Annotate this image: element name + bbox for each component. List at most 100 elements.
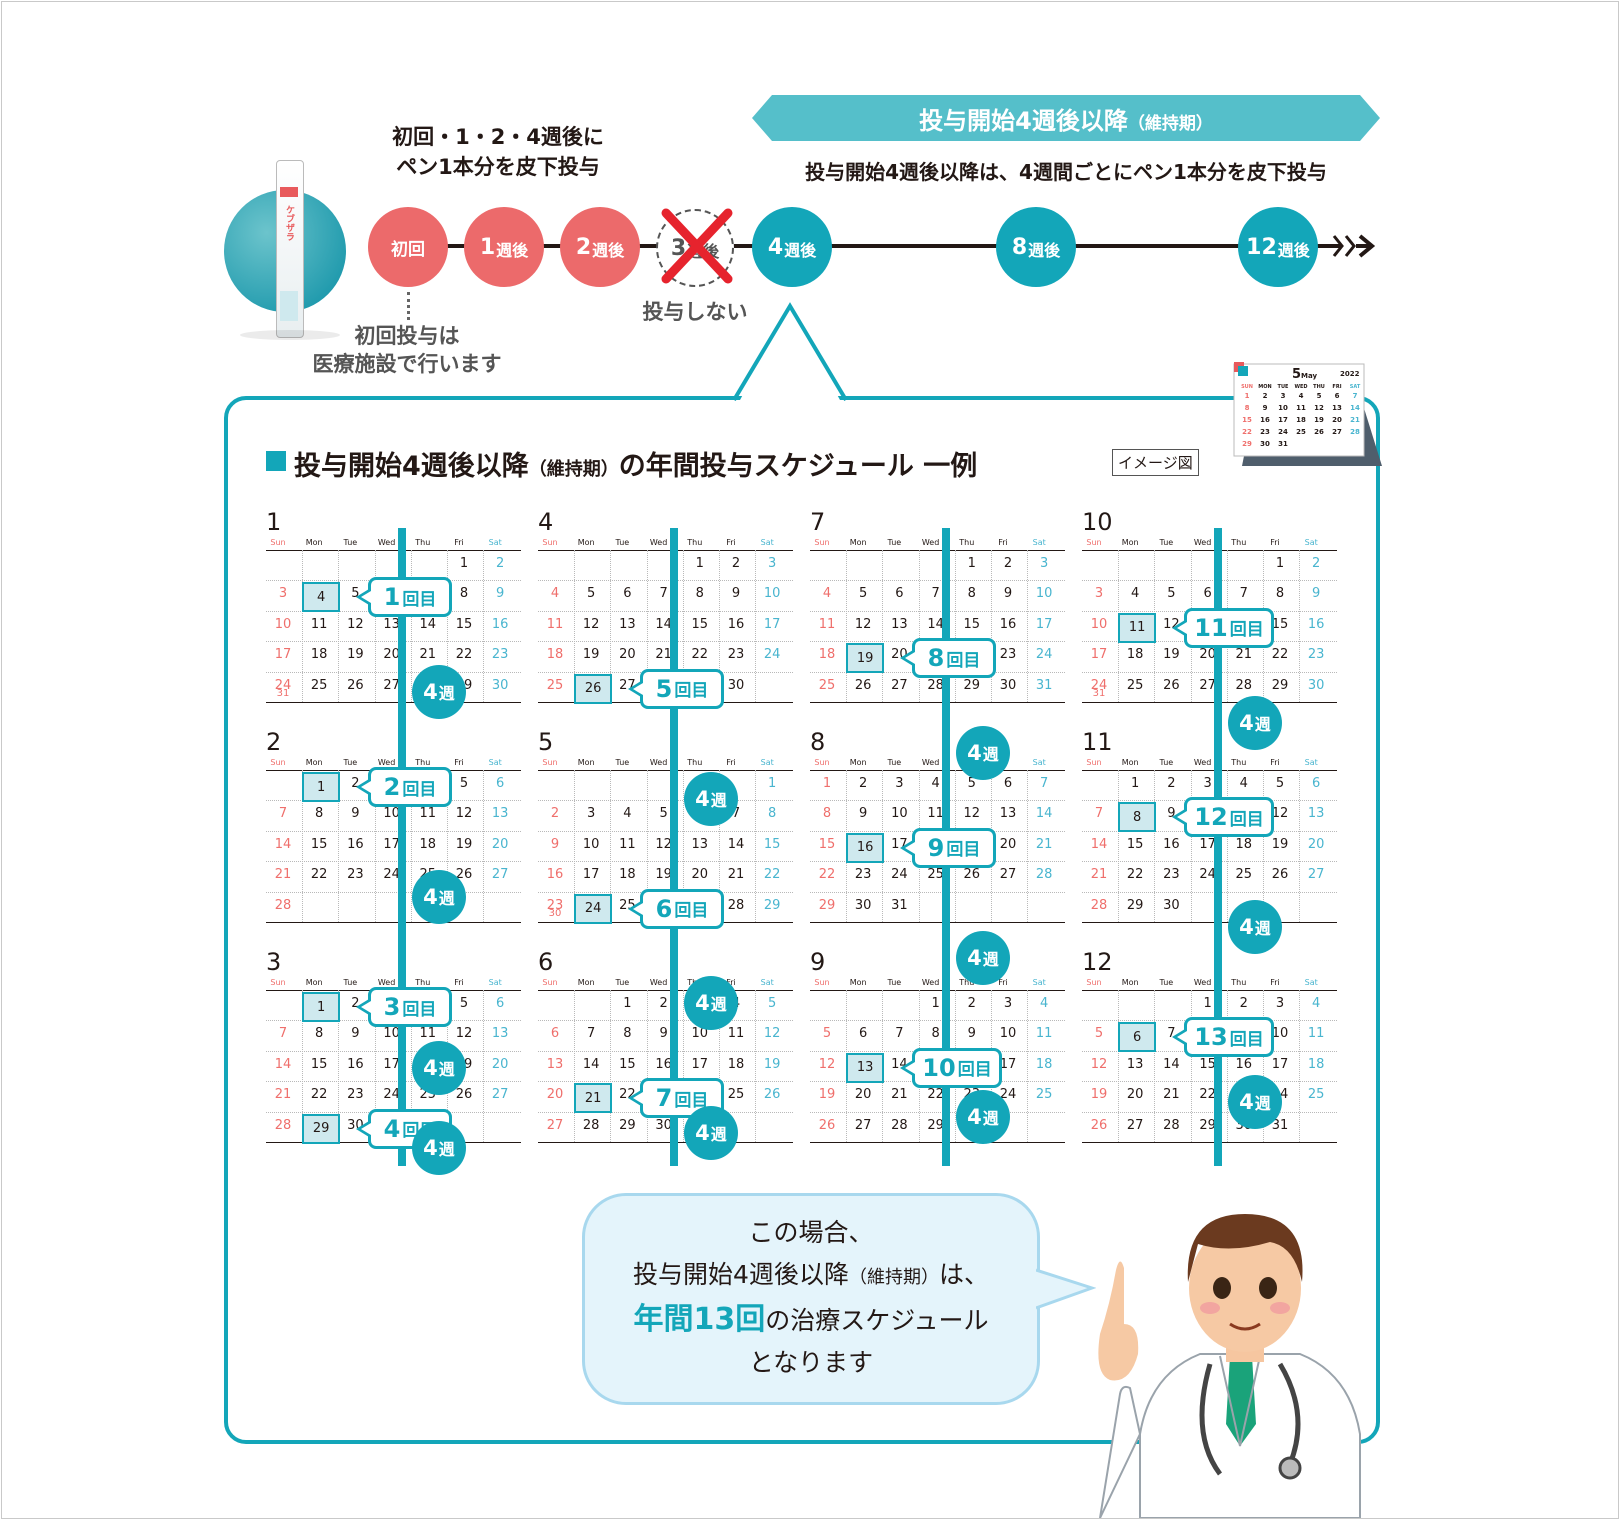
pen-shadow bbox=[240, 330, 340, 340]
dose-unit: 回目 bbox=[674, 681, 709, 702]
calendar-col-rule bbox=[610, 990, 612, 1142]
dose-number: 9 bbox=[927, 833, 945, 862]
weekday-label: Sat bbox=[488, 978, 502, 987]
calendar-day: 2 bbox=[550, 806, 560, 822]
calendar-header-rule bbox=[1082, 770, 1338, 771]
calendar-day: 28 bbox=[727, 897, 745, 913]
calendar-day: 1 bbox=[695, 556, 704, 571]
calendar-day: 24 bbox=[1035, 647, 1053, 663]
interval-number: 4 bbox=[423, 1055, 438, 1080]
speech-bubble bbox=[582, 1193, 1040, 1405]
calendar-day: 16 bbox=[727, 616, 745, 632]
weekday-label: Mon bbox=[305, 538, 323, 547]
calendar-col-rule bbox=[1118, 990, 1120, 1142]
calendar-day: 13 bbox=[546, 1056, 564, 1072]
calendar-day: 3 bbox=[587, 806, 596, 822]
calendar-day: 17 bbox=[999, 1056, 1017, 1072]
calendar-row-rule bbox=[538, 861, 794, 863]
calendar-day: 8 bbox=[822, 806, 832, 822]
calendar-header-rule bbox=[538, 770, 794, 771]
maintenance-banner bbox=[752, 95, 1380, 141]
weekday-label: Tue bbox=[615, 978, 630, 987]
calendar-day: 7 bbox=[1040, 776, 1049, 791]
calendar-day: 11 bbox=[546, 616, 564, 632]
calendar-day: 2 bbox=[731, 556, 741, 571]
interval-number: 4 bbox=[1239, 710, 1254, 735]
dose-date-highlight: 1 bbox=[302, 772, 341, 802]
calendar-day: 14 bbox=[727, 836, 745, 852]
calendar-day: 26 bbox=[763, 1087, 781, 1103]
calendar-day: 24 bbox=[383, 867, 400, 883]
calendar-col-rule bbox=[846, 550, 848, 702]
calendar-day: 20 bbox=[854, 1087, 872, 1103]
calendar-col-rule bbox=[410, 990, 412, 1142]
dose-unit: 回目 bbox=[674, 1090, 709, 1111]
calendar-day: 4 bbox=[1239, 776, 1248, 791]
calendar-col-rule bbox=[483, 990, 485, 1142]
schedule-flow-line bbox=[398, 528, 406, 1166]
initial-dotted-connector bbox=[407, 292, 410, 320]
dose-date-highlight: 16 bbox=[846, 832, 885, 863]
interval-number: 4 bbox=[695, 786, 710, 811]
dose-number: 11 bbox=[1194, 613, 1228, 642]
calendar-day: 27 bbox=[1199, 677, 1216, 693]
calendar-day: 17 bbox=[691, 1056, 709, 1072]
dose-number: 3 bbox=[383, 993, 401, 1021]
calendar-day: 2 bbox=[967, 996, 976, 1011]
calendar-row-rule bbox=[810, 610, 1066, 612]
desk-calendar-day: 24 bbox=[1278, 428, 1288, 436]
calendar-day: 2 bbox=[659, 996, 668, 1011]
calendar-day: 2 bbox=[1003, 556, 1013, 571]
calendar-day: 24 bbox=[891, 867, 908, 883]
calendar-day: 12 bbox=[1090, 1056, 1108, 1072]
image-note-badge: イメージ図 bbox=[1112, 449, 1199, 476]
calendar-day: 2 bbox=[859, 776, 868, 791]
dose-date-highlight: 8 bbox=[1118, 802, 1157, 833]
calendar-day: 30 bbox=[854, 897, 872, 913]
weekday-label: Wed bbox=[649, 538, 668, 547]
calendar-day: 29 bbox=[619, 1117, 636, 1133]
calendar-day: 26 bbox=[455, 867, 473, 883]
calendar-day: 9 bbox=[496, 586, 505, 602]
calendar-day: 3 bbox=[895, 776, 904, 791]
calendar-day: 1 bbox=[931, 996, 940, 1011]
doctor-illustration bbox=[1098, 1214, 1361, 1518]
timeline-arrowhead bbox=[1332, 234, 1376, 258]
calendar-day: 2 bbox=[1312, 556, 1321, 571]
calendar-day: 18 bbox=[419, 836, 437, 852]
induction-title: 初回・1・2・4週後に ペン1本分を皮下投与 bbox=[392, 125, 604, 179]
weekday-label: Sat bbox=[1304, 758, 1318, 767]
calendar-col-rule bbox=[719, 550, 720, 702]
calendar-day: 20 bbox=[999, 836, 1017, 852]
calendar-day: 7 bbox=[895, 1026, 904, 1042]
calendar-day: 1 bbox=[768, 776, 777, 791]
calendar-col-rule bbox=[302, 550, 304, 702]
calendar-day: 10 bbox=[1090, 616, 1108, 632]
calendar-day: 11 bbox=[818, 616, 836, 632]
calendar-day: 2 bbox=[496, 556, 505, 571]
calendar-day: 7 bbox=[931, 586, 940, 602]
calendar-day: 30 bbox=[727, 677, 745, 693]
dose-number: 2 bbox=[383, 773, 401, 801]
calendar-day: 16 bbox=[1163, 836, 1180, 852]
calendar-day: 6 bbox=[859, 1026, 868, 1042]
calendar-day: 13 bbox=[1126, 1056, 1144, 1072]
calendar-col-rule bbox=[410, 550, 412, 702]
interval-number: 4 bbox=[1239, 915, 1254, 940]
calendar-row-rule bbox=[266, 1050, 522, 1052]
calendar-day: 28 bbox=[1235, 677, 1253, 693]
calendar-day: 10 bbox=[1035, 586, 1053, 602]
calendar-col-rule bbox=[1263, 990, 1264, 1142]
calendar-day: 30 bbox=[1163, 897, 1180, 913]
interval-number: 4 bbox=[695, 1120, 710, 1145]
calendar-day: 15 bbox=[455, 616, 473, 632]
dose-number: 12 bbox=[1194, 803, 1228, 832]
calendar-day: 16 bbox=[1235, 1056, 1253, 1072]
weekday-label: Sun bbox=[1086, 978, 1102, 987]
